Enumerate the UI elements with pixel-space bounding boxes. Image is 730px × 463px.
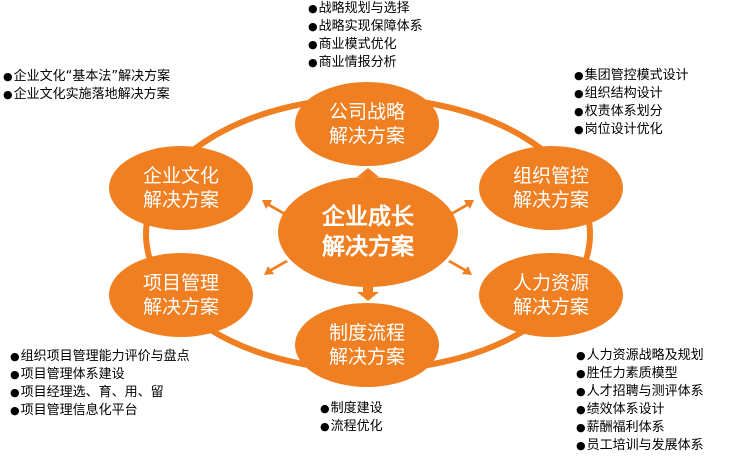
- list-item: 企业文化实施落地解决方案: [3, 86, 170, 104]
- node-subtitle: 解决方案: [142, 189, 220, 211]
- arrow-down-icon: [357, 286, 379, 301]
- list-item: 商业情报分析: [308, 54, 423, 72]
- list-item: 人力资源战略及规划: [576, 347, 704, 365]
- node-title: 公司战略: [328, 101, 406, 123]
- center-shape: [278, 177, 458, 287]
- system-list: 制度建设 流程优化: [320, 400, 383, 436]
- list-item: 战略规划与选择: [308, 0, 423, 18]
- list-item: 员工培训与发展体系: [576, 437, 704, 455]
- node-subtitle: 解决方案: [328, 346, 406, 368]
- node-title: 组织管控: [512, 165, 590, 187]
- list-item: 集团管控模式设计: [574, 67, 689, 85]
- node-strategy: 公司战略解决方案: [329, 100, 405, 148]
- project-list: 组织项目管理能力评价与盘点 项目管理体系建设 项目经理选、育、用、留 项目管理信…: [10, 348, 190, 420]
- arrow-downright-icon: [448, 260, 472, 275]
- list-item: 薪酬福利体系: [576, 419, 704, 437]
- list-item: 企业文化“基本法”解决方案: [3, 68, 170, 86]
- list-item: 制度建设: [320, 400, 383, 418]
- list-item: 项目管理信息化平台: [10, 402, 190, 420]
- strategy-list: 战略规划与选择 战略实现保障体系 商业模式优化 商业情报分析: [308, 0, 423, 72]
- list-item: 绩效体系设计: [576, 401, 704, 419]
- node-culture-shape: [109, 146, 253, 230]
- list-item: 权责体系划分: [574, 103, 689, 121]
- list-item: 胜任力素质模型: [576, 365, 704, 383]
- node-subtitle: 解决方案: [328, 125, 406, 147]
- node-hr-shape: [479, 253, 623, 337]
- list-item: 商业模式优化: [308, 36, 423, 54]
- node-title: 制度流程: [328, 322, 406, 344]
- center-node: 企业成长 解决方案: [322, 202, 414, 262]
- node-hr: 人力资源解决方案: [513, 271, 589, 319]
- node-title: 人力资源: [512, 272, 590, 294]
- arrow-downleft-icon: [264, 260, 288, 275]
- center-title: 企业成长: [322, 204, 414, 230]
- node-system: 制度流程解决方案: [329, 321, 405, 369]
- list-item: 项目管理体系建设: [10, 366, 190, 384]
- node-project-shape: [109, 253, 253, 337]
- list-item: 组织项目管理能力评价与盘点: [10, 348, 190, 366]
- node-title: 企业文化: [142, 165, 220, 187]
- node-culture: 企业文化解决方案: [143, 164, 219, 212]
- list-item: 岗位设计优化: [574, 121, 689, 139]
- arrow-upright-icon: [450, 200, 474, 215]
- list-item: 战略实现保障体系: [308, 18, 423, 36]
- node-subtitle: 解决方案: [142, 296, 220, 318]
- node-subtitle: 解决方案: [512, 189, 590, 211]
- list-item: 流程优化: [320, 418, 383, 436]
- list-item: 组织结构设计: [574, 85, 689, 103]
- node-project: 项目管理解决方案: [143, 271, 219, 319]
- node-title: 项目管理: [142, 272, 220, 294]
- org-list: 集团管控模式设计 组织结构设计 权责体系划分 岗位设计优化: [574, 67, 689, 139]
- list-item: 人才招聘与测评体系: [576, 383, 704, 401]
- node-subtitle: 解决方案: [512, 296, 590, 318]
- center-subtitle: 解决方案: [322, 234, 414, 260]
- node-strategy-shape: [295, 82, 439, 166]
- hr-list: 人力资源战略及规划 胜任力素质模型 人才招聘与测评体系 绩效体系设计 薪酬福利体…: [576, 347, 704, 455]
- list-item: 项目经理选、育、用、留: [10, 384, 190, 402]
- node-org-shape: [479, 146, 623, 230]
- arrow-up-icon: [357, 168, 379, 183]
- node-system-shape: [295, 303, 439, 387]
- node-org: 组织管控解决方案: [513, 164, 589, 212]
- culture-list: 企业文化“基本法”解决方案 企业文化实施落地解决方案: [3, 68, 170, 104]
- arrow-upleft-icon: [262, 200, 286, 215]
